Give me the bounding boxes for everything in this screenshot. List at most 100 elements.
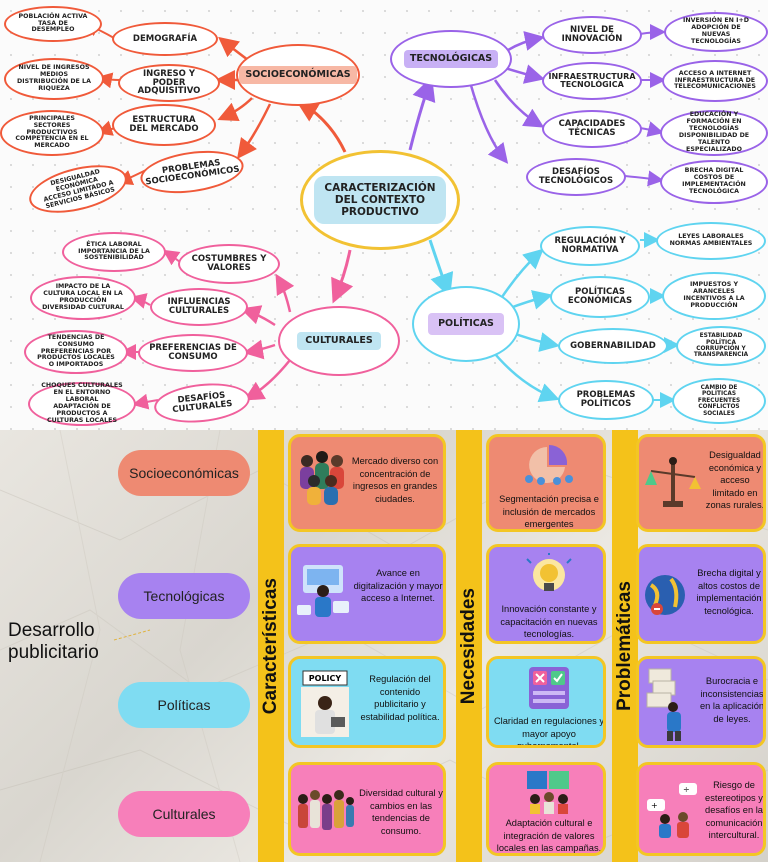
card-text: Brecha digital y altos costos de impleme… — [696, 568, 762, 616]
leaf-text: Cambio de políticas frecuentes — [697, 385, 741, 404]
column-bar-necesidades — [456, 430, 482, 862]
leaf-infraestructura: Acceso a internetInfraestructura de tele… — [662, 60, 768, 102]
column-label-caracteristicas: Características — [258, 430, 284, 862]
leaf-text: Disponibilidad de talento especializado — [678, 132, 750, 153]
card-necesidades-socio: Segmentación precisa e inclusión de merc… — [486, 434, 606, 532]
leaf-ingreso: Nivel de ingresos mediosDistribución de … — [4, 58, 104, 100]
node-regulacion: Regulación y normativa — [540, 226, 640, 266]
column-label-necesidades: Necesidades — [456, 430, 482, 862]
leaf-text: Preferencias por productos locales o imp… — [37, 347, 115, 369]
infographic-title: Desarrollo publicitario — [8, 620, 99, 664]
leaf-text: Choques culturales en el entorno laboral — [41, 382, 123, 404]
node-preferencias: Preferencias de consumo — [138, 334, 248, 372]
bureaucracy-paperwork-icon — [646, 668, 681, 741]
infographic-panel: Desarrollo publicitario Socioeconómicas … — [0, 430, 768, 862]
column-label-text: Problemáticas — [614, 581, 635, 711]
node-politicas-label: Políticas — [428, 313, 504, 335]
leaf-nivel-innovacion: Inversión en I+DAdopción de nuevas tecno… — [664, 12, 768, 52]
leaf-regulacion: Leyes laboralesNormas ambientales — [656, 222, 766, 260]
leaf-gobernabilidad: Estabilidad políticaCorrupción y transpa… — [676, 326, 766, 366]
pill-tecnologicas: Tecnológicas — [118, 573, 250, 619]
leaf-text: Infraestructura de telecomunicaciones — [674, 76, 756, 91]
leaf-text: Tasa de desempleo — [31, 19, 75, 34]
card-text: Mercado diverso con concentración de ing… — [351, 456, 439, 504]
title-connector — [113, 629, 151, 641]
card-problematicas-pol: Burocracia e inconsistencias en la aplic… — [636, 656, 766, 748]
node-ingreso: Ingreso y poder adquisitivo — [118, 64, 220, 102]
node-demografia: Demografía — [112, 22, 218, 56]
leaf-text: Inversión en I+D — [683, 17, 749, 25]
pill-socioeconomicas: Socioeconómicas — [118, 450, 250, 496]
balance-scale-icon — [645, 457, 701, 507]
leaf-text: Adaptación de productos a culturas local… — [46, 403, 118, 424]
card-text: Segmentación precisa e inclusión de merc… — [499, 494, 599, 530]
card-problematicas-cult: + ÷ Riesgo de estereotipos y desafíos en… — [636, 762, 766, 856]
pill-politicas: Políticas — [118, 682, 250, 728]
card-text: Regulación del contenido publicitario y … — [360, 674, 440, 722]
column-bar-problematicas — [612, 430, 638, 862]
leaf-desafios-cult: Choques culturales en el entorno laboral… — [28, 382, 136, 426]
puzzle-team-icon — [527, 771, 569, 814]
leaf-text: Población activa — [18, 12, 88, 20]
leaf-text: Acceso a internet — [678, 69, 752, 77]
card-text: Avance en digitalización y mayor acceso … — [353, 568, 443, 604]
leaf-text: Incentivos a la producción — [683, 295, 745, 309]
card-caracteristicas-tech: Avance en digitalización y mayor acceso … — [288, 544, 446, 644]
leaf-text: Nivel de ingresos medios — [18, 64, 90, 79]
card-text: Desigualdad económica y acceso limitado … — [705, 450, 765, 511]
node-socioeconomicas-label: Socioeconómicas — [239, 66, 357, 84]
leaf-text: Impuestos y aranceles — [689, 281, 739, 296]
card-necesidades-tech: Innovación constante y capacitación en n… — [486, 544, 606, 644]
leaf-problemas-pol: Cambio de políticas frecuentesConflictos… — [672, 378, 766, 424]
pill-culturales: Culturales — [118, 791, 250, 837]
node-socioeconomicas: Socioeconómicas — [236, 44, 360, 106]
leaf-preferencias: Tendencias de consumoPreferencias por pr… — [24, 330, 128, 374]
mind-map: Caracterización del contexto productivo … — [0, 0, 768, 430]
globe-wifi-icon — [645, 575, 685, 615]
crowd-icon — [300, 451, 344, 505]
node-culturales-label: Culturales — [297, 332, 381, 350]
leaf-text: Tendencias de consumo — [47, 333, 105, 348]
leaf-text: Leyes laborales — [678, 233, 744, 241]
intercultural-communication-icon: + ÷ — [647, 783, 697, 838]
svg-text:÷: ÷ — [683, 785, 690, 794]
node-politicas-economicas: Políticas económicas — [550, 276, 650, 318]
innovation-bulb-icon — [526, 553, 572, 591]
node-desafios-tec: Desafíos tecnológicos — [526, 158, 626, 196]
leaf-estructura: Principales sectores productivosCompeten… — [0, 110, 104, 156]
leaf-influencias: Impacto de la cultura local en la produc… — [30, 276, 136, 320]
node-gobernabilidad: Gobernabilidad — [558, 328, 668, 364]
leaf-politicas-economicas: Impuestos y arancelesIncentivos a la pro… — [662, 272, 766, 320]
leaf-text: Conflictos sociales — [698, 404, 740, 417]
people-group-icon — [298, 790, 354, 830]
center-label: Caracterización del contexto productivo — [314, 175, 446, 225]
card-necesidades-cult: Adaptación cultural e integración de val… — [486, 762, 606, 856]
checklist-icon — [529, 667, 569, 709]
leaf-text: Brecha digital — [684, 167, 744, 175]
leaf-text: Educación y formación en tecnologías — [686, 111, 742, 133]
node-problemas-pol: Problemas políticos — [558, 380, 654, 420]
card-problematicas-tech: Brecha digital y altos costos de impleme… — [636, 544, 766, 644]
leaf-text: Adopción de nuevas tecnologías — [691, 24, 741, 45]
leaf-capacidades: Educación y formación en tecnologíasDisp… — [660, 110, 768, 156]
card-text: Claridad en regulaciones y mayor apoyo g… — [493, 716, 605, 748]
node-tecnologicas: Tecnológicas — [390, 30, 512, 88]
node-estructura: Estructura del mercado — [112, 104, 216, 146]
node-capacidades: Capacidades técnicas — [542, 110, 642, 148]
node-infraestructura: Infraestructura tecnológica — [542, 62, 642, 100]
card-caracteristicas-pol: POLICY Regulación del contenido publicit… — [288, 656, 446, 748]
leaf-desafios-tec: Brecha digitalCostos de implementación t… — [660, 160, 768, 204]
leaf-text: Estabilidad política — [699, 333, 743, 346]
leaf-text: Distribución de la riqueza — [17, 78, 91, 92]
leaf-text: Principales sectores productivos — [26, 114, 78, 136]
svg-text:+: + — [651, 801, 658, 810]
column-label-text: Necesidades — [458, 587, 479, 705]
node-influencias: Influencias culturales — [150, 288, 248, 326]
card-caracteristicas-socio: Mercado diverso con concentración de ing… — [288, 434, 446, 532]
card-caracteristicas-cult: Diversidad cultural y cambios en las ten… — [288, 762, 446, 856]
card-text: Burocracia e inconsistencias en la aplic… — [699, 676, 765, 724]
column-bar-caracteristicas — [258, 430, 284, 862]
segmentation-icon — [525, 444, 573, 485]
leaf-text: Impacto de la cultura local en la produc… — [43, 283, 123, 304]
node-politicas: Políticas — [412, 286, 520, 362]
